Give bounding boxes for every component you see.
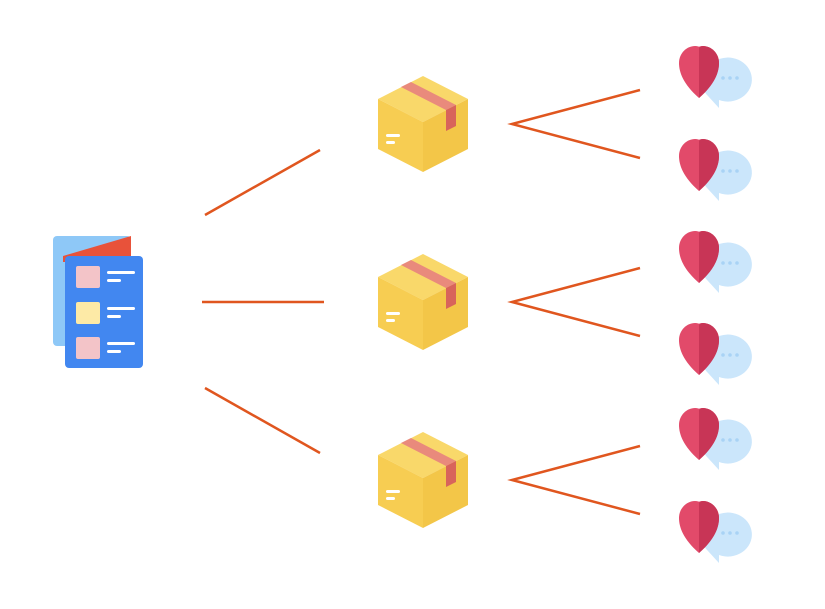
connector-package-2-to-feedback [507, 266, 641, 338]
document-list-icon [53, 236, 143, 368]
connector-package-1-to-feedback [507, 88, 641, 160]
connector-package-3-to-feedback [507, 444, 641, 516]
feedback-heart-icon [679, 408, 752, 470]
feedback-heart-icon [679, 139, 752, 201]
feedback-heart-icon [679, 231, 752, 293]
package-box-icon [378, 432, 468, 528]
feedback-heart-icon [679, 323, 752, 385]
connector-root-to-package-1 [204, 148, 321, 217]
feedback-heart-icon [679, 501, 752, 563]
package-box-icon [378, 254, 468, 350]
package-box-icon [378, 76, 468, 172]
feedback-heart-icon [679, 46, 752, 108]
connector-root-to-package-3 [204, 386, 321, 455]
